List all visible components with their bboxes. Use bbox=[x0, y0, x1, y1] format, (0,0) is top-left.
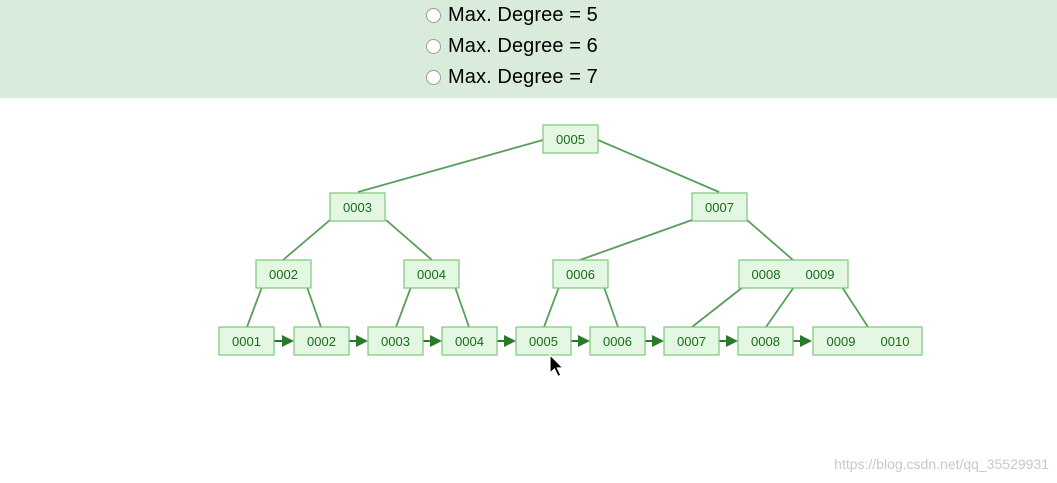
node-key: 0010 bbox=[881, 334, 910, 349]
arrow-right-icon bbox=[578, 335, 590, 347]
tree-node-root: 0005 bbox=[542, 124, 599, 154]
node-key: 0009 bbox=[827, 334, 856, 349]
node-key: 0006 bbox=[603, 334, 632, 349]
tree-edge bbox=[765, 286, 795, 328]
tree-node: 0008 0009 bbox=[738, 259, 849, 289]
node-key: 0007 bbox=[705, 200, 734, 215]
leaf-node: 0001 bbox=[218, 326, 275, 356]
arrow-right-icon bbox=[652, 335, 664, 347]
tree-node: 0003 bbox=[329, 192, 386, 222]
tree-edge bbox=[357, 139, 544, 193]
node-key: 0002 bbox=[307, 334, 336, 349]
node-key: 0006 bbox=[566, 267, 595, 282]
option-max-degree-6[interactable]: Max. Degree = 6 bbox=[426, 33, 598, 59]
tree-edge bbox=[306, 286, 322, 328]
tree-edge bbox=[691, 286, 744, 328]
watermark-text: https://blog.csdn.net/qq_35529931 bbox=[834, 456, 1049, 472]
arrow-right-icon bbox=[504, 335, 516, 347]
node-key: 0004 bbox=[455, 334, 484, 349]
node-key: 0007 bbox=[677, 334, 706, 349]
node-key: 0002 bbox=[269, 267, 298, 282]
tree-edge bbox=[246, 286, 263, 328]
node-key: 0001 bbox=[232, 334, 261, 349]
tree-edge bbox=[385, 219, 433, 261]
tree-edge bbox=[543, 286, 560, 328]
leaf-link-group bbox=[274, 335, 812, 347]
radio-button-icon[interactable] bbox=[426, 7, 441, 23]
arrow-right-icon bbox=[282, 335, 294, 347]
node-key: 0009 bbox=[806, 267, 835, 282]
node-key: 0005 bbox=[529, 334, 558, 349]
tree-edge bbox=[746, 219, 794, 261]
option-max-degree-5[interactable]: Max. Degree = 5 bbox=[426, 2, 598, 28]
tree-edge bbox=[282, 219, 331, 261]
option-max-degree-7[interactable]: Max. Degree = 7 bbox=[426, 64, 598, 90]
tree-node: 0007 bbox=[691, 192, 748, 222]
leaf-node: 0003 bbox=[367, 326, 424, 356]
leaf-node: 0004 bbox=[441, 326, 498, 356]
tree-edge bbox=[395, 286, 412, 328]
node-key: 0003 bbox=[381, 334, 410, 349]
leaf-node: 0009 0010 bbox=[812, 326, 923, 356]
node-key: 0004 bbox=[417, 267, 446, 282]
tree-edge bbox=[579, 219, 693, 261]
leaf-node: 0008 bbox=[737, 326, 794, 356]
option-label: Max. Degree = 6 bbox=[448, 34, 598, 57]
tree-edge bbox=[597, 139, 720, 193]
radio-button-icon[interactable] bbox=[426, 38, 441, 54]
leaf-node: 0006 bbox=[589, 326, 646, 356]
tree-edge bbox=[603, 286, 619, 328]
node-key: 0008 bbox=[752, 267, 781, 282]
option-label: Max. Degree = 5 bbox=[448, 3, 598, 26]
tree-edge bbox=[841, 286, 869, 328]
node-key: 0005 bbox=[556, 132, 585, 147]
degree-selector-panel: Max. Degree = 5 Max. Degree = 6 Max. Deg… bbox=[0, 0, 1057, 98]
arrow-right-icon bbox=[356, 335, 368, 347]
leaf-node: 0007 bbox=[663, 326, 720, 356]
leaf-node: 0002 bbox=[293, 326, 350, 356]
leaf-node: 0005 bbox=[515, 326, 572, 356]
node-key: 0008 bbox=[751, 334, 780, 349]
mouse-pointer-icon bbox=[549, 354, 565, 378]
arrow-right-icon bbox=[726, 335, 738, 347]
node-key: 0003 bbox=[343, 200, 372, 215]
tree-node: 0002 bbox=[255, 259, 312, 289]
tree-edge bbox=[454, 286, 470, 328]
arrow-right-icon bbox=[800, 335, 812, 347]
arrow-right-icon bbox=[430, 335, 442, 347]
tree-node: 0004 bbox=[403, 259, 460, 289]
radio-button-icon[interactable] bbox=[426, 69, 441, 85]
tree-node: 0006 bbox=[552, 259, 609, 289]
option-label: Max. Degree = 7 bbox=[448, 65, 598, 88]
